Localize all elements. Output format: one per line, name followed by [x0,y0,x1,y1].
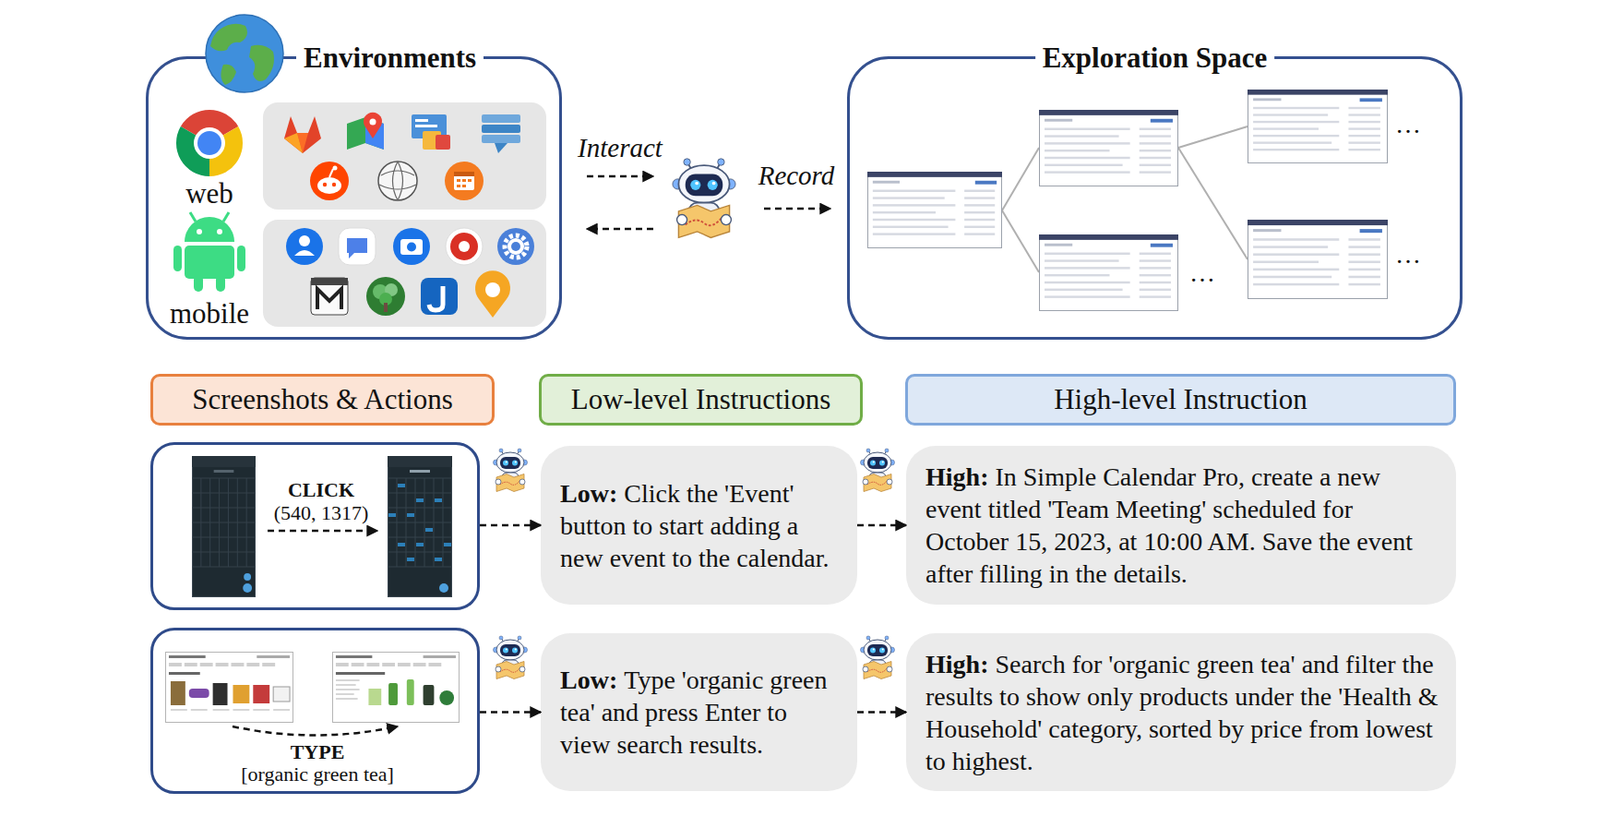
gitlab-icon [284,116,322,154]
web-screenshot [165,652,293,723]
ellipsis-mark: … [1395,108,1421,141]
chrome-icon [176,109,243,177]
instruction-text: Search for 'organic green tea' and filte… [925,649,1439,776]
type-arrow [232,726,398,736]
robot-agent [860,635,896,680]
group-frame: Exploration Space [847,56,1463,340]
action-type: TYPE [290,740,346,765]
dashed-arrow [857,524,907,527]
wikipedia-icon [378,161,418,201]
column-header: High-level Instruction [905,373,1457,426]
interact-arrow [586,175,654,179]
instruction-level: High: [925,649,989,679]
messages-icon [338,227,376,265]
instruction-body: High:In Simple Calendar Pro, create a ne… [925,460,1442,590]
process-label: Record [758,159,836,192]
robot-agent [493,635,528,680]
robot-agent [493,448,528,492]
recorder-icon [445,227,483,265]
web-screenshot [332,652,459,723]
tree-icon [366,276,406,316]
robot-agent [860,448,896,492]
instruction-box: Low:Type 'organic green tea' and press E… [540,632,858,791]
camera-icon [393,227,430,265]
instruction-level: High: [925,462,989,491]
frame-title: Environments [296,41,484,75]
platform-label: mobile [169,296,250,331]
click-arrow [267,529,378,533]
joplin-icon [420,277,458,315]
markor-icon [310,277,348,315]
page-screenshot [1247,219,1388,299]
page-screenshot [1038,109,1179,187]
instruction-text: In Simple Calendar Pro, create a new eve… [925,462,1413,588]
column-header: Screenshots & Actions [150,373,495,426]
instruction-body: High:Search for 'organic green tea' and … [925,647,1442,777]
instruction-body: Low:Click the 'Event' button to start ad… [560,477,843,574]
app-panel [262,102,547,210]
phone-screenshot [191,455,256,598]
header-text: Screenshots & Actions [191,382,453,417]
dashed-arrow [857,710,907,714]
page-screenshot [1038,234,1179,311]
screenshot-action-box: CLICK(540, 1317) [150,441,480,610]
shopping-icon [411,114,451,150]
interact-arrow [586,227,654,231]
record-arrow [764,207,831,211]
calendar-icon [444,161,484,201]
instruction-box: High:Search for 'organic green tea' and … [906,632,1457,791]
instruction-box: Low:Click the 'Event' button to start ad… [540,445,858,605]
action-type: CLICK [287,477,355,502]
app-panel [262,219,547,327]
page-screenshot [867,171,1003,249]
instruction-level: Low: [560,478,618,508]
instruction-box: High:In Simple Calendar Pro, create a ne… [906,445,1457,605]
phone-screenshot [387,455,453,598]
column-header: Low-level Instructions [538,373,863,426]
settings-icon [497,227,535,265]
frame-title: Exploration Space [1035,41,1276,75]
process-label: Interact [577,131,663,165]
exploration-links [1002,126,1248,273]
header-text: Low-level Instructions [571,382,832,417]
globe-icon [205,14,284,93]
android-icon [173,212,246,292]
instruction-level: Low: [560,665,618,694]
map-pin-icon [475,270,511,318]
maps-icon [346,112,384,150]
action-argument: [organic green tea] [240,762,395,787]
reddit-icon [310,161,349,201]
dashed-arrow [479,710,541,714]
robot-agent [672,158,736,239]
screenshot-action-box: TYPE[organic green tea] [150,627,480,794]
contacts-icon [286,227,323,265]
platform-label: web [185,176,234,211]
forum-icon [481,114,521,154]
instruction-body: Low:Type 'organic green tea' and press E… [560,663,843,761]
ellipsis-mark: … [1189,257,1216,289]
ellipsis-mark: … [1395,238,1421,271]
action-argument: (540, 1317) [274,501,370,526]
dashed-arrow [479,524,541,527]
page-screenshot [1247,89,1388,164]
header-text: High-level Instruction [1053,382,1308,417]
